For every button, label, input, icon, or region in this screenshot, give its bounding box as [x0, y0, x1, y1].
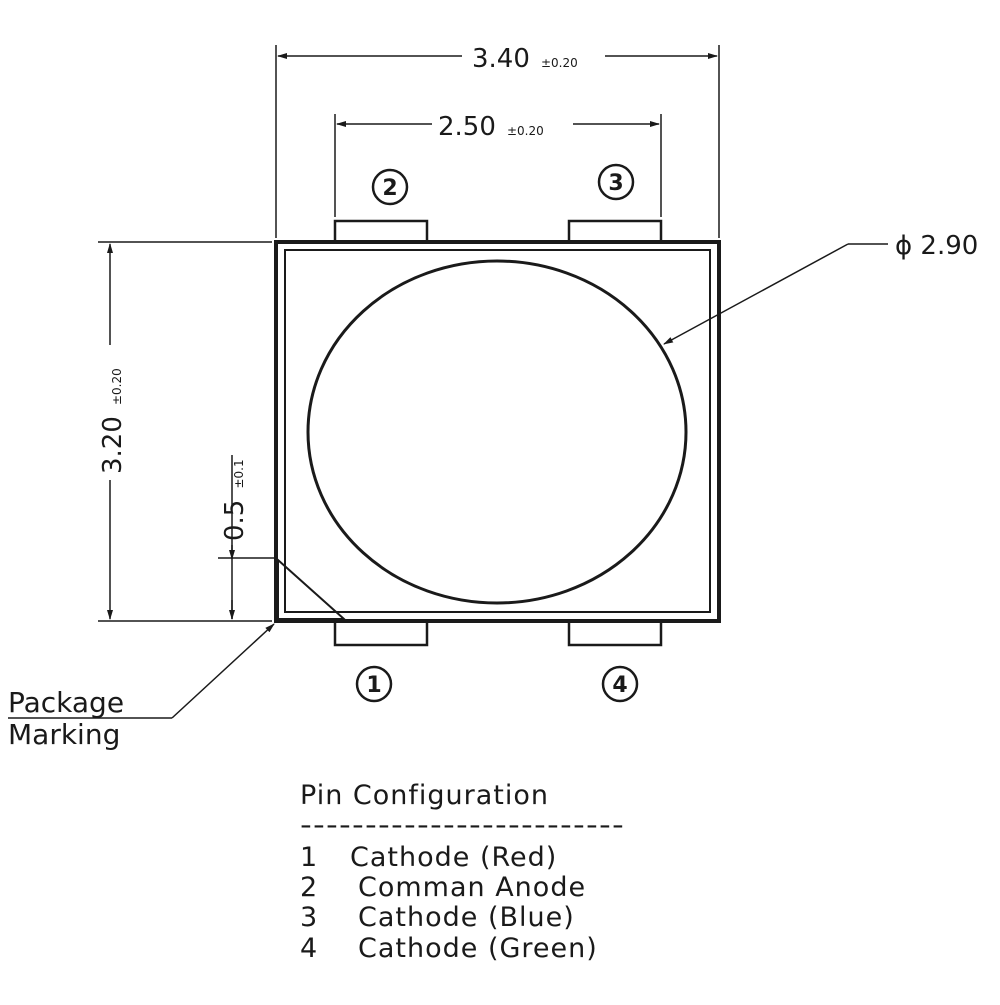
pin-2-label: 2 — [382, 176, 397, 201]
width-value: 3.40 — [472, 44, 530, 74]
pin-config-row-2-label: Comman Anode — [358, 872, 586, 903]
pin-config-row-3-label: Cathode (Blue) — [358, 902, 575, 933]
width-dimension-label: 3.40 ±0.20 — [472, 44, 578, 74]
package-inner-outline — [284, 249, 711, 613]
pin-2-circle — [371, 168, 409, 206]
marking-leader — [171, 623, 275, 719]
pitch-tolerance: ±0.20 — [507, 124, 544, 138]
callout-package: Package — [8, 686, 124, 719]
pin-4-label: 4 — [612, 673, 627, 698]
pin-config-separator: ------------------------- — [300, 810, 625, 841]
pin-4-circle — [601, 665, 639, 703]
package-marking-triangle — [277, 557, 347, 620]
pad-4 — [567, 619, 663, 647]
marking-value: 0.5 — [220, 500, 250, 541]
pitch-value: 2.50 — [438, 112, 496, 142]
pin-1-circle — [355, 665, 393, 703]
pin-config-row-3-num: 3 — [300, 902, 318, 933]
pin-3-label: 3 — [608, 171, 623, 196]
pad-1 — [333, 619, 429, 647]
pin-config-row-2-num: 2 — [300, 872, 318, 903]
marking-dimension-label: 0.5 ±0.1 — [220, 459, 250, 541]
height-tolerance: ±0.20 — [110, 368, 124, 405]
pin-config-row-1-label: Cathode (Red) — [350, 842, 557, 873]
marking-tolerance: ±0.1 — [232, 459, 246, 488]
pitch-dimension-label: 2.50 ±0.20 — [438, 112, 544, 142]
pad-2 — [333, 219, 429, 244]
height-value: 3.20 — [98, 416, 128, 474]
pin-config-title: Pin Configuration — [300, 780, 549, 811]
width-tolerance: ±0.20 — [541, 56, 578, 70]
pin-config-row-4-label: Cathode (Green) — [358, 933, 598, 964]
pin-1-label: 1 — [366, 673, 381, 698]
pin-config-row-4-num: 4 — [300, 933, 318, 964]
lens-circle — [306, 259, 688, 605]
pad-3 — [567, 219, 663, 244]
pin-config-row-1-num: 1 — [300, 842, 318, 873]
package-outline — [274, 240, 721, 623]
diameter-leader — [663, 243, 849, 345]
callout-marking: Marking — [8, 718, 120, 751]
lens-diameter-label: ϕ 2.90 — [895, 231, 978, 261]
height-dimension-label: 3.20 ±0.20 — [98, 368, 128, 474]
pin-3-circle — [597, 163, 635, 201]
